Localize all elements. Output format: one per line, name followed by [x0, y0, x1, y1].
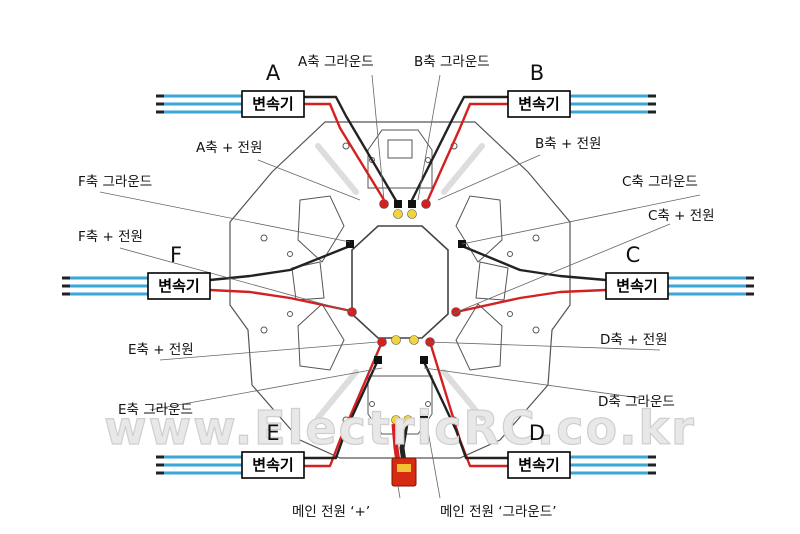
wire-c-power [455, 288, 607, 314]
arm-letter-d: D [529, 421, 545, 445]
ground-pad [346, 240, 354, 248]
arm-letter-e: E [266, 421, 279, 445]
esc-box [147, 272, 211, 300]
main-ground-wire [399, 423, 409, 463]
label-c-power: C축 + 전원 [648, 208, 715, 224]
ground-pad [374, 356, 382, 364]
arm-letter-f: F [170, 243, 182, 267]
label-a-ground: A축 그라운드 [298, 54, 374, 70]
wire-c-ground [461, 244, 607, 282]
ground-pad [394, 200, 402, 208]
esc-label: 변속기 [252, 456, 293, 474]
motor-wires-d [570, 455, 656, 475]
ground-pad [408, 200, 416, 208]
wire-f-power [209, 288, 357, 314]
label-f-power: F축 + 전원 [78, 229, 143, 245]
label-d-power: D축 + 전원 [600, 332, 668, 348]
solder-pad-power [421, 199, 431, 209]
label-e-power: E축 + 전원 [128, 342, 194, 358]
leader-lines [99, 74, 701, 499]
center-plate [351, 225, 449, 339]
esc-c: 변속기 [605, 272, 754, 300]
pads-layer [346, 199, 466, 425]
motor-wires-a [156, 94, 242, 114]
motor-wires-b [570, 94, 656, 114]
wire-a-power [304, 102, 386, 201]
esc-label: 변속기 [518, 456, 559, 474]
ground-pad [420, 356, 428, 364]
ground-pad [420, 416, 428, 424]
label-main-power-ground: 메인 전원 ‘그라운드’ [440, 504, 557, 520]
wires-layer [209, 95, 607, 468]
esc-f: 변속기 [62, 272, 211, 300]
motor-wires-f [62, 276, 148, 296]
solder-pad-power [377, 337, 387, 347]
esc-a: 변속기 [156, 90, 305, 118]
motor-wires-c [668, 276, 754, 296]
label-c-ground: C축 그라운드 [622, 174, 698, 190]
wire-b-ground [408, 95, 508, 205]
label-b-ground: B축 그라운드 [414, 54, 490, 70]
esc-box [241, 90, 305, 118]
watermark: www.ElectricRC.co.kr [104, 401, 696, 455]
arm-letter-a: A [266, 61, 281, 85]
esc-box [605, 272, 669, 300]
arm-letter-b: B [530, 61, 544, 85]
esc-box [507, 451, 571, 479]
esc-box [241, 451, 305, 479]
main-power-lead [391, 423, 417, 487]
main-power-wire [391, 423, 401, 463]
label-b-power: B축 + 전원 [535, 136, 601, 152]
label-d-ground: D축 그라운드 [598, 394, 675, 410]
motor-wires-e [156, 455, 242, 475]
wire-b-power [424, 102, 508, 205]
wire-e-ground [304, 359, 380, 460]
wire-a-ground [304, 95, 400, 205]
wire-e-power [304, 341, 384, 468]
label-e-ground: E축 그라운드 [118, 402, 193, 418]
solder-pad-signal [407, 209, 417, 219]
frame-plate [229, 121, 571, 459]
label-f-ground: F축 그라운드 [78, 174, 152, 190]
solder-pad-power [379, 199, 389, 209]
arm-letter-c: C [626, 243, 641, 267]
esc-e: 변속기 [156, 451, 305, 479]
solder-pad-signal [409, 335, 419, 345]
esc-box [507, 90, 571, 118]
label-a-power: A축 + 전원 [196, 140, 262, 156]
solder-pad-signal [393, 209, 403, 219]
label-main-power-plus: 메인 전원 ‘+’ [292, 504, 370, 520]
esc-b: 변속기 [507, 90, 656, 118]
solder-pad-signal [391, 335, 401, 345]
wire-d-ground [422, 361, 508, 460]
esc-label: 변속기 [616, 277, 657, 295]
esc-label: 변속기 [252, 95, 293, 113]
esc-label: 변속기 [518, 95, 559, 113]
esc-d: 변속기 [507, 451, 656, 479]
esc-label: 변속기 [158, 277, 199, 295]
